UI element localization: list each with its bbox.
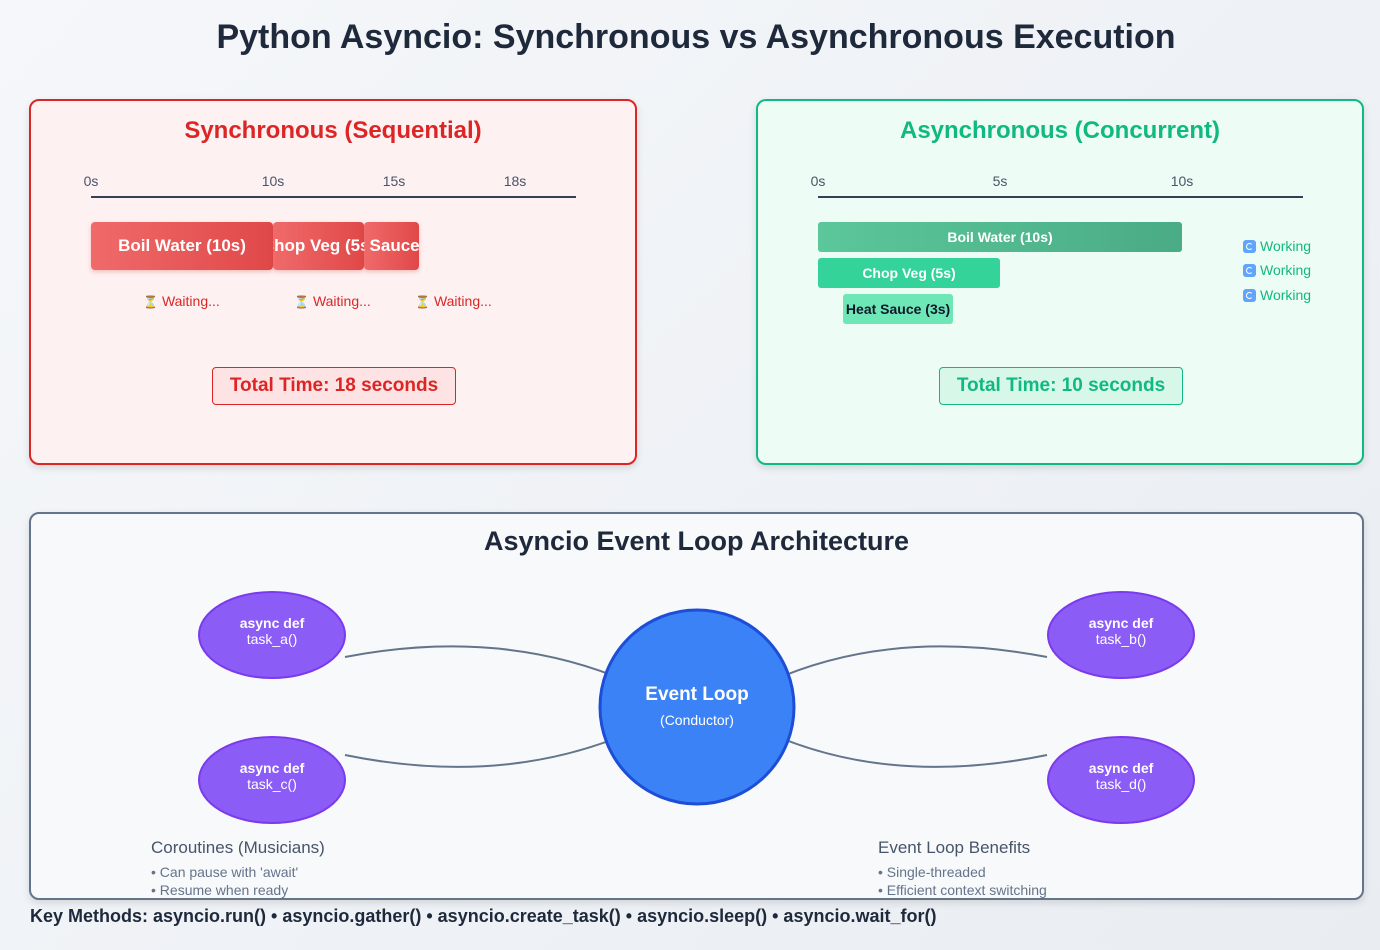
sync-waiting-1: ⏳Waiting... [143,293,220,309]
architecture-panel: Asyncio Event Loop Architecture Event Lo… [29,512,1364,900]
arrow-task-d-to-loop [767,732,1048,768]
hourglass-icon: ⏳ [294,295,309,309]
sync-tick-18: 18s [503,173,527,189]
async-timeline-axis [818,196,1303,198]
async-working-1: Working [1243,238,1311,254]
coroutines-bullet-2: • Resume when ready [151,882,289,898]
benefits-heading: Event Loop Benefits [878,838,1031,857]
coroutines-heading: Coroutines (Musicians) [151,838,325,857]
sync-panel-title: Synchronous (Sequential) [184,117,482,144]
sync-total-time: Total Time: 18 seconds [212,367,456,405]
architecture-title: Asyncio Event Loop Architecture [483,526,910,556]
sync-waiting-2: ⏳Waiting... [294,293,371,309]
sync-bar-heat-sauce: Heat Sauce (3s) [364,222,419,270]
page-title: Python Asyncio: Synchronous vs Asynchron… [216,18,1176,56]
benefits-bullet-2: • Efficient context switching [878,882,1047,898]
sync-panel: Synchronous (Sequential) 0s 10s 15s 18s … [29,99,637,465]
coroutine-task-b-label: async def task_b() [1088,615,1154,647]
sync-tick-10: 10s [261,173,285,189]
sync-bar-boil-water: Boil Water (10s) [91,222,273,270]
coroutine-task-d [1047,736,1195,824]
refresh-icon [1243,264,1256,277]
hourglass-icon: ⏳ [143,295,158,309]
async-bar-chop-veg: Chop Veg (5s) [818,258,1000,288]
event-loop-circle [598,608,796,806]
key-methods-footer: Key Methods: asyncio.run() • asyncio.gat… [30,906,937,926]
architecture-diagram [198,591,1195,824]
coroutine-task-a-label: async def task_a() [239,615,305,647]
sync-bar-chop-veg: Chop Veg (5s) [273,222,364,270]
sync-waiting-3: ⏳Waiting... [415,293,492,309]
async-panel-title: Asynchronous (Concurrent) [899,117,1220,144]
async-tick-10: 10s [1170,173,1194,189]
async-panel: Asynchronous (Concurrent) 0s 5s 10s Boil… [756,99,1364,465]
async-bar-boil-water: Boil Water (10s) [818,222,1182,252]
coroutine-task-b [1047,591,1195,679]
coroutine-task-d-label: async def task_d() [1088,760,1154,792]
arrow-task-b-to-loop [767,645,1048,683]
coroutine-task-a [198,591,346,679]
async-tick-5: 5s [992,173,1008,189]
async-total-time: Total Time: 10 seconds [939,367,1183,405]
coroutine-task-c [198,736,346,824]
coroutines-bullet-1: • Can pause with 'await' [151,864,299,880]
async-tick-0: 0s [810,173,826,189]
async-working-3: Working [1243,287,1311,303]
sync-tick-0: 0s [83,173,99,189]
event-loop-sublabel: (Conductor) [660,712,734,728]
sync-tick-15: 15s [382,173,406,189]
async-bar-heat-sauce: Heat Sauce (3s) [843,294,953,324]
async-working-2: Working [1243,262,1311,278]
arrow-task-c-to-loop [344,732,631,768]
coroutine-task-c-label: async def task_c() [239,760,305,792]
hourglass-icon: ⏳ [415,295,430,309]
sync-timeline-axis [91,196,576,198]
arrow-task-a-to-loop [344,645,631,683]
refresh-icon [1243,240,1256,253]
event-loop-label: Event Loop [645,684,749,705]
benefits-bullet-1: • Single-threaded [878,864,986,880]
refresh-icon [1243,289,1256,302]
